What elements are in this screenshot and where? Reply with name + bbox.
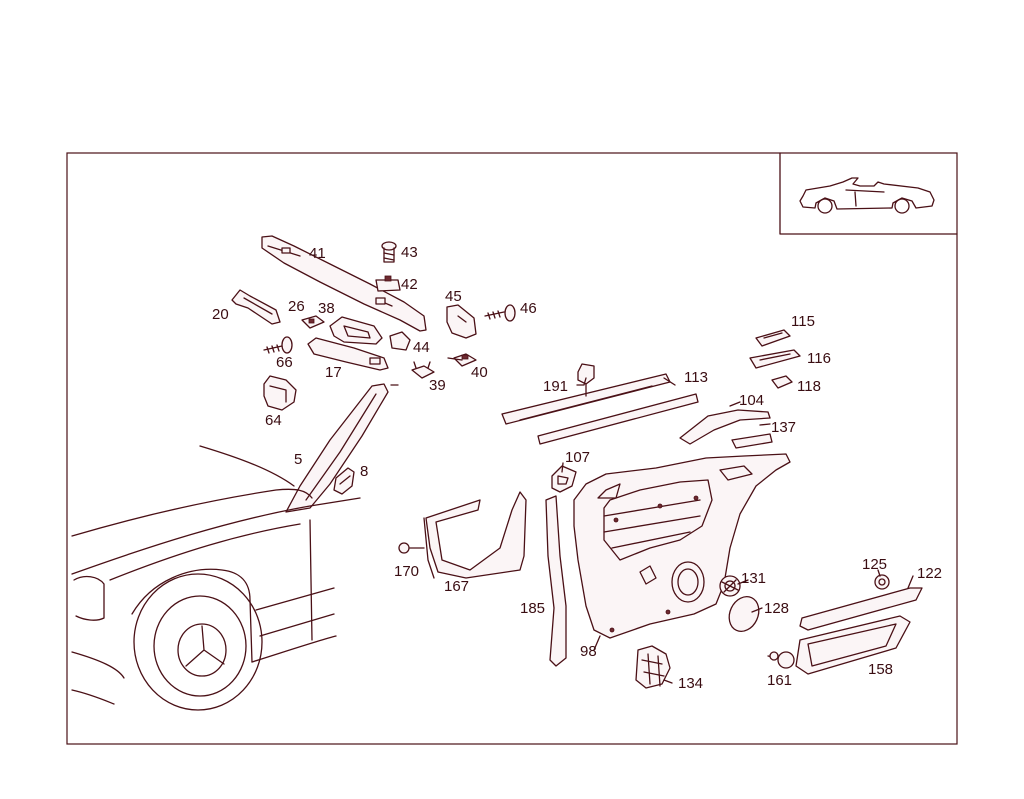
callout-98: 98	[580, 643, 597, 660]
part-8-bracket	[333, 467, 355, 495]
part-42-clip-nut	[375, 275, 401, 292]
callout-26: 26	[288, 298, 305, 315]
callout-125: 125	[862, 556, 887, 573]
part-167-trim-panel	[425, 491, 527, 579]
part-113-rail	[501, 373, 699, 445]
part-45-bracket	[446, 304, 477, 339]
part-115-cover	[755, 329, 791, 347]
part-161-plug	[767, 651, 795, 669]
callout-122: 122	[917, 565, 942, 582]
callout-42: 42	[401, 276, 418, 293]
part-20-bracket	[231, 289, 281, 325]
part-17-lower-trim	[307, 337, 389, 371]
part-64-end-cap	[263, 375, 297, 411]
part-191-clip	[577, 363, 595, 397]
part-128-cover	[728, 595, 760, 633]
callout-158: 158	[868, 661, 893, 678]
callout-137: 137	[771, 419, 796, 436]
part-170-pin	[398, 517, 435, 579]
callout-labels: 41 43 42 45 46 20 26 38 44 66 17 39 40 6…	[212, 244, 942, 692]
callout-191: 191	[543, 378, 568, 395]
callout-167: 167	[444, 578, 469, 595]
part-44-clip	[389, 331, 411, 351]
part-122-trim-strip	[799, 587, 923, 631]
diagram-frame	[66, 152, 958, 745]
callout-104: 104	[739, 392, 764, 409]
part-131-speaker-grille	[719, 575, 741, 597]
part-5-a-pillar-trim	[285, 383, 389, 513]
part-158-panel	[795, 615, 911, 675]
part-39-clip	[411, 361, 435, 379]
callout-8: 8	[360, 463, 368, 480]
part-41-upper-trim-rail	[261, 235, 427, 332]
callout-113: 113	[684, 369, 708, 386]
part-46-screw	[484, 304, 516, 322]
callout-170: 170	[394, 563, 419, 580]
callout-107: 107	[565, 449, 590, 466]
callout-43: 43	[401, 244, 418, 261]
callout-134: 134	[678, 675, 703, 692]
vehicle-inset	[779, 152, 958, 235]
callout-64: 64	[265, 412, 282, 429]
part-38-handle	[329, 316, 383, 345]
callout-116: 116	[807, 350, 831, 367]
part-125-clip	[874, 574, 890, 590]
leader-lines	[390, 357, 914, 684]
part-137-cover	[731, 433, 773, 449]
callout-45: 45	[445, 288, 462, 305]
part-185-seal-strip	[545, 495, 567, 667]
callout-131: 131	[741, 570, 766, 587]
callout-39: 39	[429, 377, 446, 394]
callout-20: 20	[212, 306, 229, 323]
callout-118: 118	[797, 378, 821, 395]
callout-41: 41	[309, 245, 326, 262]
part-43-screw	[381, 241, 397, 263]
part-40-clip	[453, 353, 477, 367]
part-26-clip	[301, 315, 325, 329]
callout-115: 115	[791, 313, 815, 330]
part-118-clip	[771, 375, 793, 389]
callout-40: 40	[471, 364, 488, 381]
part-134-bracket	[635, 645, 671, 689]
convertible-car-icon	[799, 177, 935, 214]
callout-5: 5	[294, 451, 302, 468]
callout-128: 128	[764, 600, 789, 617]
callout-38: 38	[318, 300, 335, 317]
part-116-cover	[749, 349, 801, 369]
callout-17: 17	[325, 364, 342, 381]
callout-161: 161	[767, 672, 792, 689]
car-front-outline	[71, 445, 361, 711]
callout-66: 66	[276, 354, 293, 371]
callout-185: 185	[520, 600, 545, 617]
part-107-clip	[551, 465, 577, 493]
callout-46: 46	[520, 300, 537, 317]
callout-44: 44	[413, 339, 430, 356]
part-98-side-panel	[573, 453, 791, 639]
part-66-screw	[263, 336, 293, 354]
part-104-trim-piece	[679, 409, 771, 445]
